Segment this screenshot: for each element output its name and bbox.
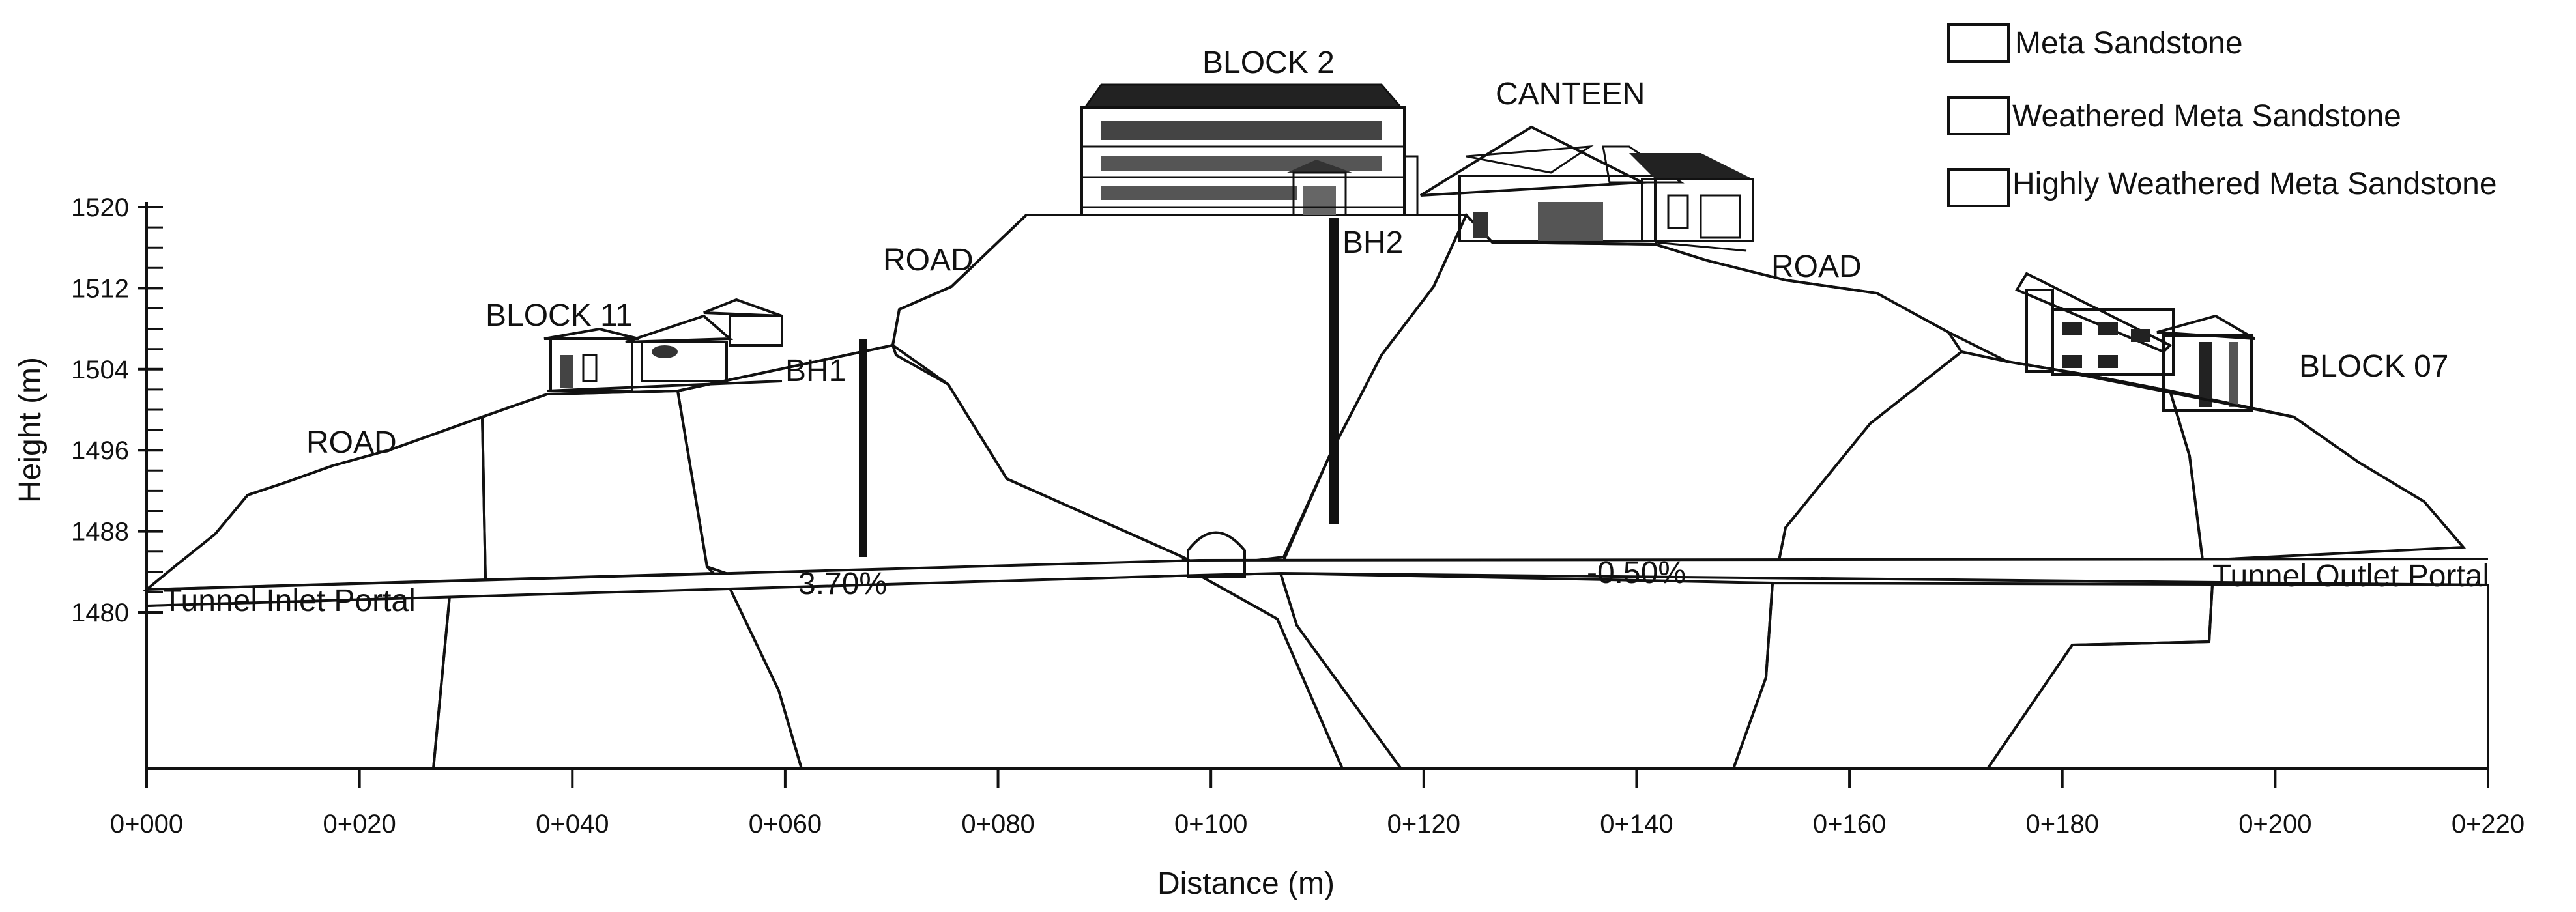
x-tick-label: 0+120 [1387,810,1460,838]
y-axis-title: Height (m) [13,357,48,503]
y-tick-label: 1480 [71,599,129,627]
label-outlet-portal: Tunnel Outlet Portal [2212,559,2489,593]
upper-highly-right [1777,350,2205,562]
y-tick-label: 1512 [71,274,129,303]
y-tick-label: 1504 [71,356,129,384]
borehole-bh1 [859,339,867,557]
building-block-2 [1080,83,1419,216]
x-tick-label: 0+040 [536,810,609,838]
x-tick-label: 0+020 [323,810,396,838]
upper-highly-c [891,214,1469,569]
x-tick-label: 0+180 [2026,810,2099,838]
x-tick-label: 0+080 [961,810,1034,838]
svg-text:Weathered Meta Sandstone: Weathered Meta Sandstone [2012,99,2401,134]
label-bh1: BH1 [785,354,846,388]
label-grade-right: -0.50% [1587,556,1686,590]
label-canteen: CANTEEN [1496,77,1645,111]
lower-strata [145,571,2489,770]
lower-highly-left [431,586,803,770]
x-tick-label: 0+220 [2452,810,2525,838]
ground-surface [145,214,2465,591]
label-block-11: BLOCK 11 [485,298,633,333]
lower-meta-center [1279,571,1774,770]
x-tick-label: 0+200 [2238,810,2311,838]
label-bh2: BH2 [1342,225,1403,260]
label-road-right: ROAD [1771,249,1862,284]
tunnel [146,531,2489,607]
borehole-bh2 [1329,218,1339,524]
upper-highly-a [480,389,717,582]
upper-meta-right [2168,389,2467,562]
y-axis: 1520 1512 1504 1496 1488 1480 [71,193,163,629]
lower-weathered-left [145,594,452,770]
tunnel-band [147,559,2488,606]
tunnel-portal-arch [1187,531,1246,578]
building-block-11 [543,298,783,392]
x-tick-label: 0+000 [110,810,183,838]
x-tick-label: 0+140 [1600,810,1673,838]
lower-highly-right [1731,581,2214,770]
x-axis: 0+000 0+020 0+040 0+060 0+080 0+100 0+120 0+140… [110,767,2525,838]
y-tick-label: 1488 [71,518,129,547]
label-block-07: BLOCK 07 [2299,349,2448,384]
lower-meta-right [1985,582,2489,770]
label-grade-left: 3.70% [798,567,887,601]
x-tick-label: 0+160 [1813,810,1886,838]
upper-strata [143,212,2467,591]
y-tick-label: 1496 [71,436,129,465]
svg-text:Meta Sandstone: Meta Sandstone [2015,26,2243,61]
legend-item-meta-sandstone: Meta Sandstone [1947,23,2243,63]
svg-text:Highly Weathered Meta Sandston: Highly Weathered Meta Sandstone [2012,167,2497,201]
lower-highly-mid [1194,571,1404,770]
label-road-mid: ROAD [883,243,974,278]
x-tick-label: 0+100 [1174,810,1247,838]
upper-weathered-b [676,343,1188,577]
building-block-07 [2015,272,2294,418]
legend-item-highly-weathered-meta-sandstone: Highly Weathered Meta Sandstone [1947,167,2497,207]
building-canteen [1419,125,1754,252]
label-inlet-portal: Tunnel Inlet Portal [163,584,416,618]
x-axis-title: Distance (m) [1157,866,1335,901]
x-tick-label: 0+060 [749,810,822,838]
legend: Meta Sandstone Weathered Meta Sandstone … [1947,23,2497,207]
label-block-2: BLOCK 2 [1202,46,1335,80]
y-tick-label: 1520 [71,193,129,222]
legend-item-weathered-meta-sandstone: Weathered Meta Sandstone [1947,96,2401,135]
label-road-left: ROAD [306,425,397,460]
